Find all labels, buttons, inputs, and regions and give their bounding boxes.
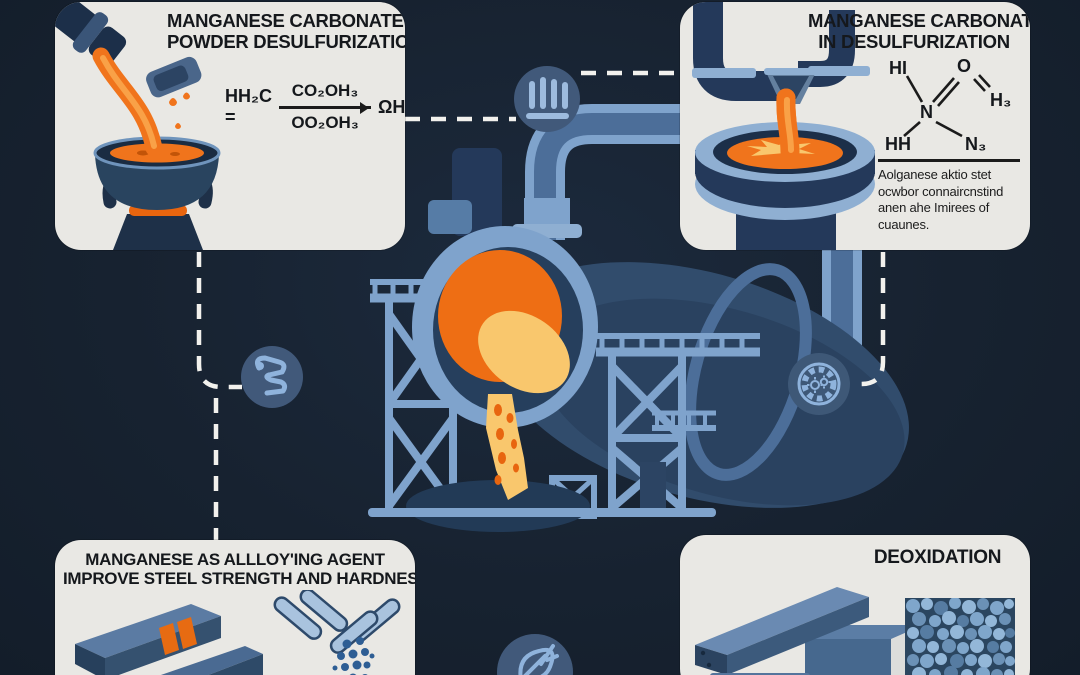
reaction-arrow xyxy=(279,101,371,114)
title-line-2: POWDER DESULFURIZATION xyxy=(167,31,405,53)
title-line-1: MANGANESE CARBONATE xyxy=(808,10,1030,31)
card-powder-desulfurization: MANGANESE CARBONATE POWDER DESULFURIZATI… xyxy=(55,2,405,250)
smelting-bars-icon xyxy=(514,66,580,132)
card-title: MANGANESE AS ALLLOY'ING AGENT IMPROVE ST… xyxy=(63,550,415,589)
card-title: DEOXIDATION xyxy=(855,547,1020,569)
steel-beams-illustration xyxy=(75,604,263,675)
card-title: MANGANESE CARBONATE IN DESULFURIZATION xyxy=(808,10,1030,53)
card-alloying-agent: MANGANESE AS ALLLOY'ING AGENT IMPROVE ST… xyxy=(55,540,415,675)
caption-text: Aolganese aktio stet ocwbor connaircnsti… xyxy=(878,167,1023,234)
title-line-1: MANGANESE AS ALLLOY'ING AGENT xyxy=(85,550,385,569)
structure-atom-hh: HH xyxy=(885,134,911,154)
caption-line-3: anen ahe Imirees of xyxy=(878,200,990,216)
rods-and-particles-illustration xyxy=(273,590,401,675)
robotic-arm-icon xyxy=(241,346,303,408)
title-line-1: MANGANESE CARBONATE xyxy=(167,10,404,31)
card-deoxidation: DEOXIDATION xyxy=(680,535,1030,675)
gear-wheel-icon xyxy=(788,353,850,415)
caption-divider xyxy=(878,159,1020,162)
structure-atom-hi: HI xyxy=(889,58,907,78)
crucible-illustration xyxy=(692,2,875,250)
title-line-2: IMPROVE STEEL STRENGTH AND HARDNESS xyxy=(63,569,415,589)
equation-fraction: CO₂OH₃ OO₂OH₃ xyxy=(279,81,371,132)
equation-right: ΩH₂ xyxy=(378,96,405,117)
equation-denominator: OO₂OH₃ xyxy=(291,112,359,132)
equation-left: HH₂C = xyxy=(225,86,272,128)
chemical-equation: HH₂C = CO₂OH₃ OO₂OH₃ ΩH₂ xyxy=(225,81,405,132)
title-line-1: DEOXIDATION xyxy=(873,547,1002,568)
card-in-desulfurization: MANGANESE CARBONATE IN DESULFURIZATION H… xyxy=(680,2,1030,250)
steel-bars-illustration xyxy=(695,587,915,675)
structure-atom-n3: N₃ xyxy=(965,134,986,154)
flame-leaf-icon xyxy=(497,634,573,675)
caption-line-2: ocwbor connaircnstind xyxy=(878,183,1004,199)
card-title: MANGANESE CARBONATE POWDER DESULFURIZATI… xyxy=(167,10,405,53)
ladle-pouring-illustration xyxy=(55,2,221,250)
caption-line-1: Aolganese aktio stet xyxy=(878,167,992,182)
chemical-structure: HI O H₃ N HH N₃ xyxy=(885,56,1011,154)
structure-atom-o: O xyxy=(957,56,971,76)
micrograph-image xyxy=(905,598,1015,675)
equation-numerator: CO₂OH₃ xyxy=(291,81,359,100)
caption-line-4: cuaunes. xyxy=(878,216,930,232)
structure-atom-h3: H₃ xyxy=(990,90,1011,110)
title-line-2: IN DESULFURIZATION xyxy=(818,31,1010,53)
structure-atom-n: N xyxy=(920,102,933,122)
